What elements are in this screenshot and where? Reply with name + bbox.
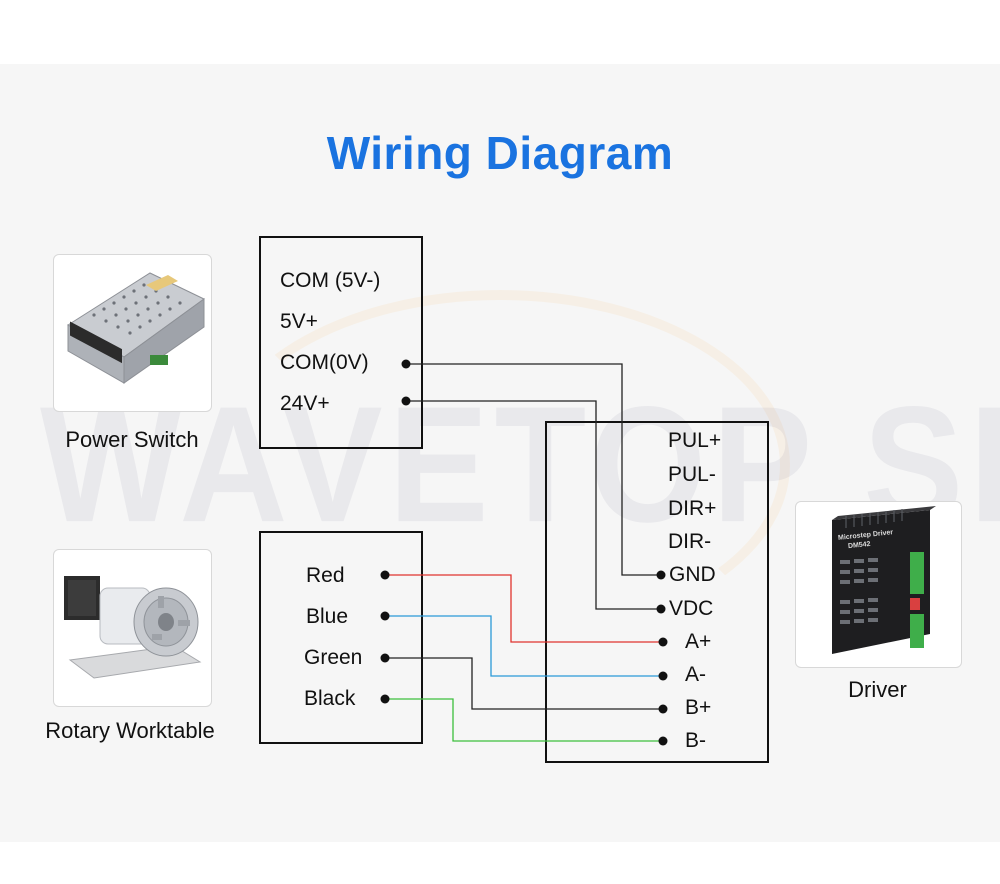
- driver-terminal-pul-minus: PUL-: [668, 463, 716, 486]
- driver-terminal-pul-plus: PUL+: [668, 429, 722, 452]
- rotary-worktable-caption: Rotary Worktable: [45, 718, 215, 743]
- motor-wire-green: Green: [304, 646, 363, 669]
- dot-b-plus: [658, 704, 668, 714]
- dot-a-plus: [658, 637, 668, 647]
- rotary-worktable-image: [53, 549, 212, 707]
- dot-b-minus: [658, 736, 668, 746]
- power-terminal-24v-plus: 24V+: [280, 392, 330, 415]
- dot-black: [380, 694, 390, 704]
- top-band: [0, 0, 1000, 64]
- driver-terminal-vdc: VDC: [669, 597, 714, 620]
- wire-blue-to-a-minus: [385, 615, 661, 677]
- driver-terminal-b-plus: B+: [685, 696, 712, 719]
- motor-wire-red: Red: [306, 564, 345, 587]
- power-terminal-com-0v: COM(0V): [280, 351, 369, 374]
- watermark-arc: [210, 290, 790, 640]
- driver-terminal-dir-minus: DIR-: [668, 530, 712, 553]
- dot-com0v: [401, 359, 411, 369]
- power-terminal-box: [259, 236, 423, 449]
- driver-image: Microstep Driver DM542: [795, 501, 962, 668]
- dot-a-minus: [658, 671, 668, 681]
- rotary-worktable-icon: [64, 576, 202, 679]
- driver-terminal-gnd: GND: [669, 563, 716, 586]
- dot-gnd: [656, 570, 666, 580]
- driver-terminal-b-minus: B-: [685, 729, 706, 752]
- dot-24v: [401, 396, 411, 406]
- power-switch-caption: Power Switch: [65, 427, 199, 452]
- power-terminal-5v-plus: 5V+: [280, 310, 318, 333]
- motor-wire-box: [259, 531, 423, 744]
- driver-icon: [832, 506, 936, 654]
- wire-black-to-b-minus: [385, 698, 661, 742]
- driver-terminal-box: [545, 421, 769, 763]
- power-supply-icon: [67, 272, 205, 384]
- power-switch-image: [53, 254, 212, 412]
- motor-wire-blue: Blue: [306, 605, 349, 628]
- dot-vdc: [656, 604, 666, 614]
- page-title: Wiring Diagram: [326, 127, 674, 179]
- power-terminal-com-5v: COM (5V-): [280, 269, 381, 292]
- dot-blue: [380, 611, 390, 621]
- wire-red-to-a-plus: [385, 574, 661, 643]
- wire-green-to-b-plus: [385, 657, 661, 710]
- dot-green: [380, 653, 390, 663]
- driver-terminal-dir-plus: DIR+: [668, 497, 717, 520]
- wire-24v-to-vdc: [406, 400, 660, 610]
- dot-red: [380, 570, 390, 580]
- bottom-band: [0, 842, 1000, 884]
- driver-terminal-a-minus: A-: [685, 663, 706, 686]
- driver-caption: Driver: [848, 677, 907, 702]
- motor-wire-black: Black: [304, 687, 356, 710]
- driver-terminal-a-plus: A+: [685, 630, 712, 653]
- wire-com0v-to-gnd: [406, 363, 660, 576]
